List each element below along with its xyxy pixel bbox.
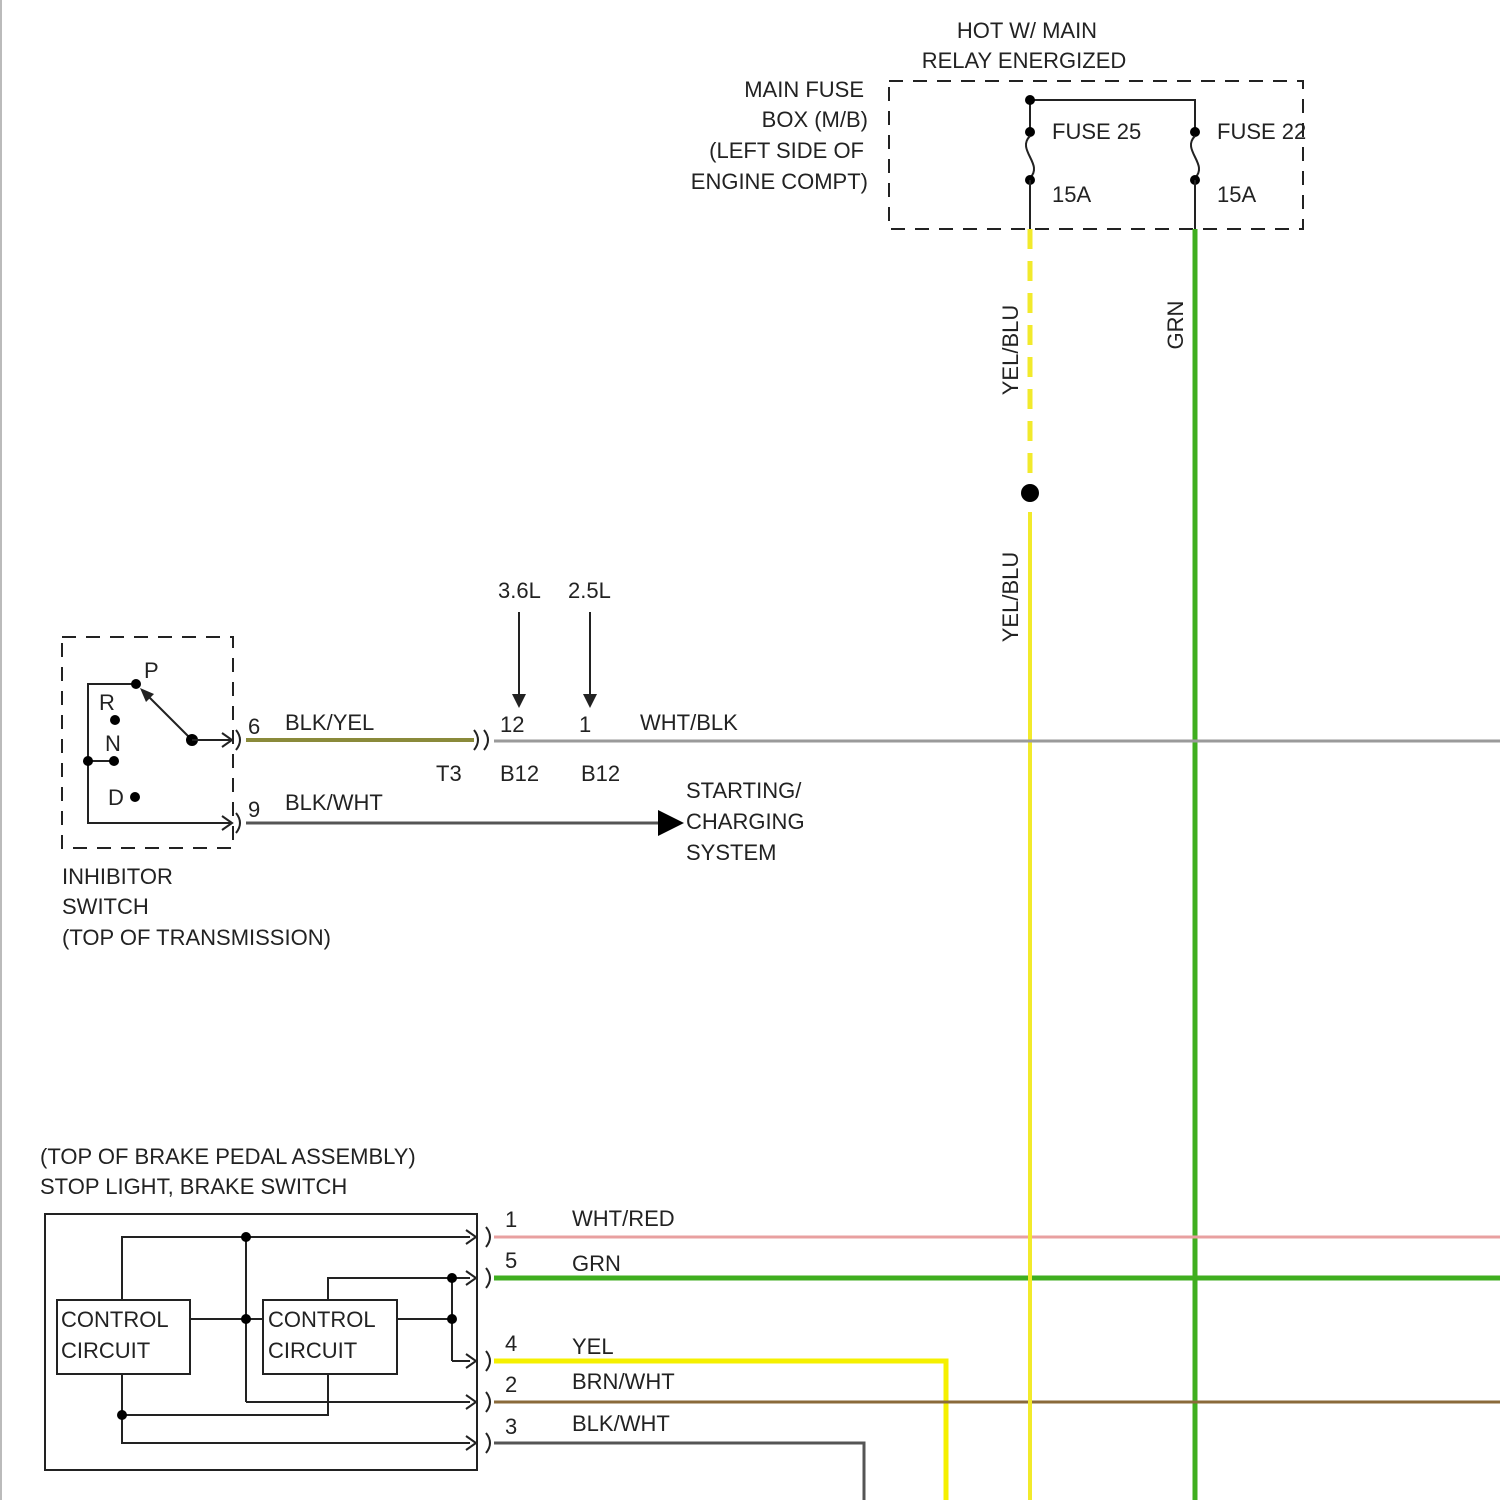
fuse-22-element [1191,136,1199,178]
engine-variant-2-5l: 2.5L [568,578,611,603]
inhibitor-junction-dot [83,756,93,766]
hot-label-line2: RELAY ENERGIZED [922,48,1127,73]
brake-wire-label: GRN [572,1251,621,1276]
fuse-box-label-line2: BOX (M/B) [762,107,868,132]
starting-system-label-line1: STARTING/ [686,778,802,803]
fuse-22-terminal-top [1190,127,1200,137]
engine-2-5l-arrowhead [583,694,597,708]
inhibitor-pin-6: 6 [248,714,260,739]
brake-junction-top [241,1232,251,1242]
wire-label-blk-yel: BLK/YEL [285,710,374,735]
control-circuit-2-line2: CIRCUIT [268,1338,357,1363]
connector-b12-label-a: B12 [500,761,539,786]
connector-b12-label-b: B12 [581,761,620,786]
inhibitor-label-line2: SWITCH [62,894,149,919]
inhibitor-label-line3: (TOP OF TRANSMISSION) [62,925,331,950]
engine-variant-3-6l: 3.6L [498,578,541,603]
inhibitor-n-contact [109,756,119,766]
starting-system-arrow [658,810,684,836]
inhibitor-p-contact [131,679,141,689]
fuse-25: FUSE 25 15A [1025,119,1141,229]
brake-pin-number: 3 [505,1414,517,1439]
brake-wire-label: BLK/WHT [572,1411,670,1436]
inhibitor-label-line1: INHIBITOR [62,864,173,889]
starting-system-label-line2: CHARGING [686,809,805,834]
fuse-box-label-line1: MAIN FUSE [744,77,864,102]
connector-t3-label: T3 [436,761,462,786]
brake-junction-cc2 [447,1314,457,1324]
brake-pin-connector [486,1227,490,1247]
inhibitor-pos-p: P [144,658,159,683]
fuse-25-element [1026,136,1034,178]
wire-label-wht-blk: WHT/BLK [640,710,738,735]
fuse-22: FUSE 22 15A [1190,119,1306,229]
inhibitor-pos-r: R [99,690,115,715]
wire-blk-wht-brake [494,1443,864,1500]
connector-t3-male [474,730,478,750]
inhibitor-switch-arm [146,694,192,740]
brake-pin-number: 5 [505,1248,517,1273]
wire-yel-brake [494,1361,946,1500]
fuse-22-name: FUSE 22 [1217,119,1306,144]
brake-pin-number: 1 [505,1207,517,1232]
connector-pin-1: 1 [579,712,591,737]
brake-switch-title-line2: STOP LIGHT, BRAKE SWITCH [40,1174,347,1199]
control-circuit-1-line2: CIRCUIT [61,1338,150,1363]
fuse-25-name: FUSE 25 [1052,119,1141,144]
brake-pin-connector [486,1351,490,1371]
wire-label-yel-blu-upper: YEL/BLU [998,305,1023,396]
inhibitor-pos-d: D [108,785,124,810]
main-fuse-box: HOT W/ MAIN RELAY ENERGIZED MAIN FUSE BO… [691,18,1307,229]
brake-junction-pin5 [447,1273,457,1283]
fuse-22-rating: 15A [1217,182,1256,207]
connector-t3-female [484,730,488,750]
control-circuit-2-line1: CONTROL [268,1307,376,1332]
starting-system-label-line3: SYSTEM [686,840,776,865]
brake-pin-number: 2 [505,1372,517,1397]
brake-wire-label: YEL [572,1334,614,1359]
brake-switch-title-line1: (TOP OF BRAKE PEDAL ASSEMBLY) [40,1144,416,1169]
brake-pin-connector [486,1433,490,1453]
inhibitor-r-contact [110,715,120,725]
brake-pin-connector [486,1268,490,1288]
fuse-25-terminal-top [1025,127,1035,137]
brake-switch: (TOP OF BRAKE PEDAL ASSEMBLY) STOP LIGHT… [40,1144,490,1470]
wire-label-yel-blu-lower: YEL/BLU [998,552,1023,643]
bus-junction-dot [1025,95,1035,105]
connector-pin-12: 12 [500,712,524,737]
wire-label-grn: GRN [1163,301,1188,350]
wire-label-blk-wht-inhibitor: BLK/WHT [285,790,383,815]
brake-junction-bottom [117,1410,127,1420]
fuse-box-label-line3: (LEFT SIDE OF [709,138,864,163]
inhibitor-d-contact [130,792,140,802]
engine-3-6l-arrowhead [512,694,526,708]
inhibitor-pin-9: 9 [248,797,260,822]
fuse-25-rating: 15A [1052,182,1091,207]
inhibitor-pin9-connector [236,813,240,833]
inhibitor-pos-n: N [105,731,121,756]
splice-dot [1021,484,1039,502]
control-circuit-1-line1: CONTROL [61,1307,169,1332]
inhibitor-pin6-connector [236,730,240,750]
brake-wire-label: BRN/WHT [572,1369,675,1394]
brake-pin-number: 4 [505,1331,517,1356]
brake-pin-connector [486,1392,490,1412]
fuse-box-label-line4: ENGINE COMPT) [691,169,868,194]
brake-wire-label: WHT/RED [572,1206,675,1231]
brake-junction-mid [241,1314,251,1324]
hot-label-line1: HOT W/ MAIN [957,18,1097,43]
